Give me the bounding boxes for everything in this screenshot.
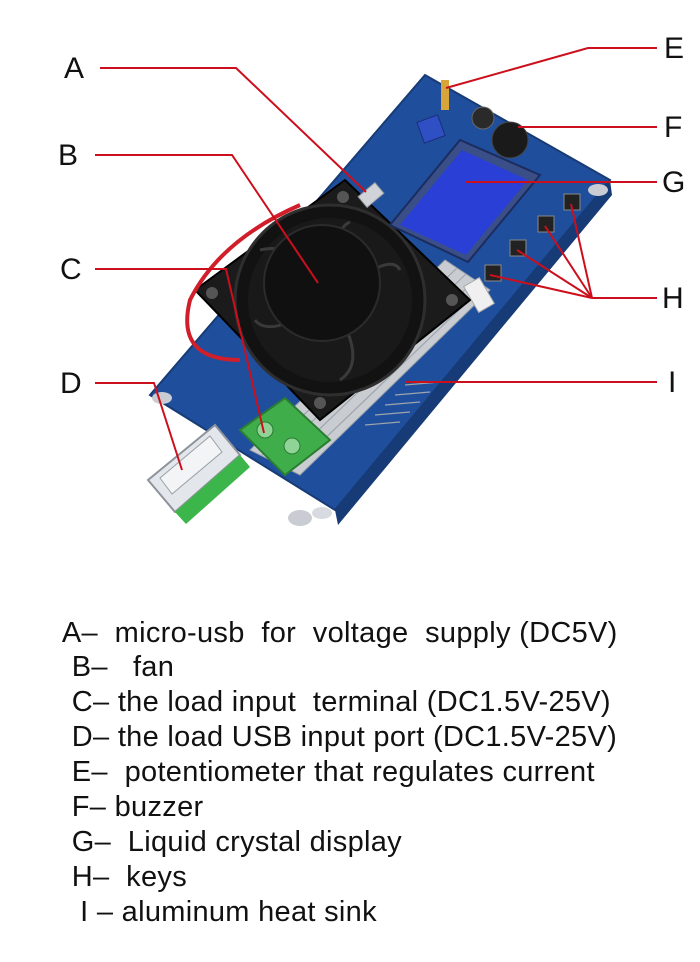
legend-text: keys <box>109 861 188 893</box>
callout-a: A <box>64 52 84 85</box>
lcd-screen <box>400 150 528 255</box>
callout-f: F <box>664 111 682 144</box>
callout-e: E <box>664 32 684 65</box>
legend-item-b: B– fan <box>30 618 174 717</box>
legend-item-e: E– potentiometer that regulates current <box>30 723 595 822</box>
callout-d: D <box>60 367 82 400</box>
key <box>484 264 502 282</box>
legend-text: the load input terminal (DC1.5V-25V) <box>109 686 611 718</box>
terminal-block <box>238 396 332 477</box>
fan-screw <box>206 287 218 299</box>
connector <box>463 276 495 314</box>
standoff <box>152 392 172 404</box>
usb-plug-inner <box>159 435 223 495</box>
fan-screw <box>337 191 349 203</box>
legend-item-a: A– micro-usb for voltage supply (DC5V) <box>30 584 618 683</box>
legend-text: the load USB input port (DC1.5V-25V) <box>109 721 618 753</box>
key <box>509 239 527 257</box>
legend-letter: F– <box>63 791 107 823</box>
standoff <box>312 507 332 519</box>
legend-item-h: H– keys <box>30 828 187 927</box>
legend-item-f: F– buzzer <box>30 758 203 857</box>
leader-a <box>100 67 367 193</box>
buzzer <box>491 121 529 159</box>
leader-h-1 <box>489 274 593 299</box>
legend-letter: H– <box>63 861 110 893</box>
leader-h-4 <box>570 203 593 299</box>
legend-letter: B– <box>63 651 108 683</box>
callout-c: C <box>60 253 82 286</box>
terminal-screw <box>283 437 301 455</box>
usb-plug-connector <box>175 455 250 524</box>
callout-h: H <box>662 282 684 315</box>
product-diagram: A B C D E F G H I <box>58 32 685 526</box>
legend-text: aluminum heat sink <box>113 896 377 928</box>
standoff <box>588 184 608 196</box>
potentiometer-pin <box>441 80 449 110</box>
leader-h-3 <box>544 225 593 299</box>
legend-text: Liquid crystal display <box>111 826 402 858</box>
legend-letter: E– <box>63 756 108 788</box>
legend-letter: C– <box>63 686 110 718</box>
standoff <box>288 510 312 526</box>
legend-letter: D– <box>63 721 110 753</box>
leader-lines <box>95 47 657 471</box>
terminal-screw <box>256 421 274 439</box>
leader-d <box>95 382 183 471</box>
micro-usb-port <box>357 181 385 209</box>
fan-wire <box>185 203 301 362</box>
legend-text: buzzer <box>106 791 204 823</box>
legend-text: potentiometer that regulates current <box>107 756 595 788</box>
leader-c <box>95 268 265 434</box>
callout-g: G <box>662 166 685 199</box>
potentiometer <box>416 114 446 144</box>
legend-letter: G– <box>63 826 112 858</box>
leader-b <box>95 154 319 284</box>
legend-letter: I – <box>63 896 114 928</box>
fan-screw <box>446 294 458 306</box>
legend-item-d: D– the load USB input port (DC1.5V-25V) <box>30 688 617 787</box>
legend-item-g: G– Liquid crystal display <box>30 793 402 892</box>
key <box>537 215 555 233</box>
board-photo <box>146 73 612 526</box>
fan-hub <box>263 224 381 342</box>
legend-text: micro-usb for voltage supply (DC5V) <box>97 617 618 649</box>
callout-b: B <box>58 139 78 172</box>
fan-screw <box>314 397 326 409</box>
capacitor <box>471 106 495 130</box>
legend-item-i: I – aluminum heat sink <box>30 863 377 962</box>
leader-h-2 <box>516 249 593 299</box>
leader-e <box>445 47 657 89</box>
legend-letter: A– <box>61 617 98 649</box>
callout-i: I <box>668 366 676 399</box>
legend-item-c: C– the load input terminal (DC1.5V-25V) <box>30 653 611 752</box>
legend-text: fan <box>107 651 175 683</box>
